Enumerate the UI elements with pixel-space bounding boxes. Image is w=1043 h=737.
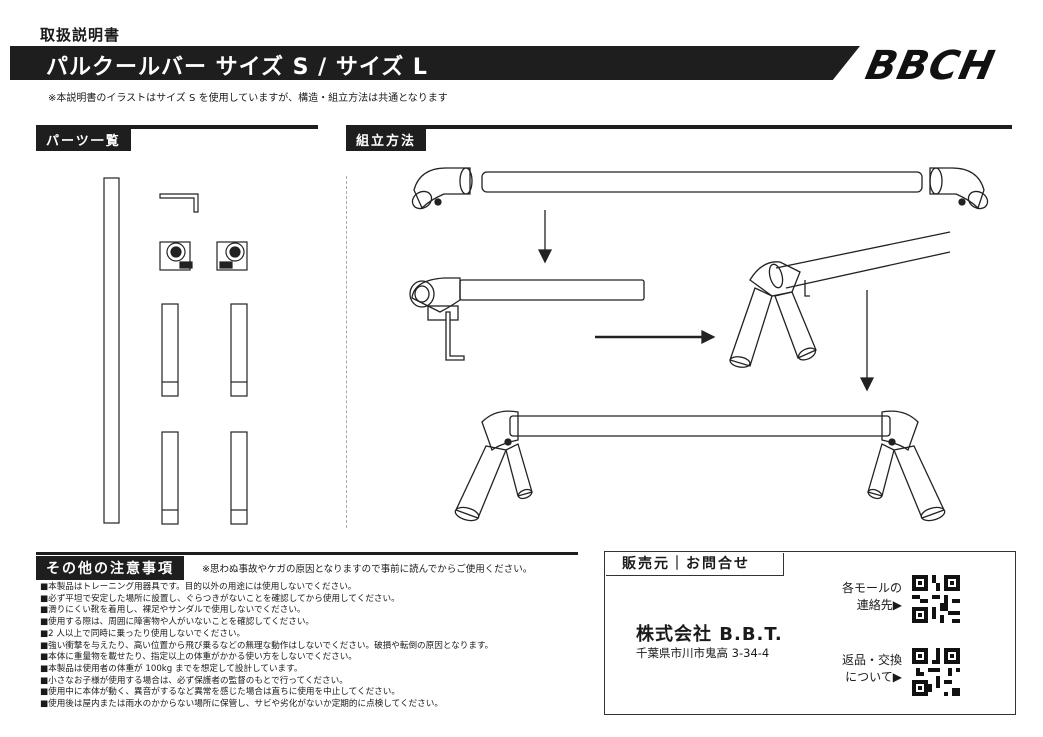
qr1-label-line2: 連絡先▶ <box>856 598 902 612</box>
section-divider <box>346 176 347 528</box>
title-band <box>10 46 860 80</box>
company-name: 株式会社 B.B.T. <box>636 624 783 645</box>
document-type-label: 取扱説明書 <box>40 26 121 44</box>
qr-code-icon-2[interactable] <box>912 648 960 696</box>
page-title: パルクールバー サイズ S / サイズ L <box>46 55 428 80</box>
qr-code-icon[interactable] <box>912 575 960 623</box>
assembly-section-label: 組立方法 <box>346 128 427 151</box>
parts-section-rule <box>36 125 318 129</box>
assembly-section-rule <box>346 125 1012 129</box>
qr1-label-line1: 各モールの <box>841 581 902 595</box>
leg-part-2 <box>230 303 248 397</box>
step1-left-elbow <box>411 167 473 210</box>
clamp-part-2 <box>216 241 248 271</box>
arrow-down-icon-2 <box>859 290 875 392</box>
cautions-section-rule <box>36 552 578 555</box>
caution-item: ■使用する際は、周囲に障害物や人がいないことを確認してください。 <box>40 617 315 628</box>
hex-key-part <box>159 193 199 213</box>
caution-item: ■使用中に本体が動く、異音がするなど異常を感じた場合は直ちに使用を中止してくださ… <box>40 687 400 698</box>
caution-item: ■必ず平坦で安定した場所に設置し、ぐらつきがないことを確認してから使用してくださ… <box>40 593 400 604</box>
qr2-label-line2: について▶ <box>845 670 902 684</box>
brand-logo: BBCH <box>862 41 999 86</box>
brand-logo-text: BBCH <box>862 41 999 86</box>
caution-item: ■本体に重量物を載せたり、指定以上の体重がかかる使い方をしないでください。 <box>40 652 357 663</box>
contact-box <box>604 551 1016 715</box>
caution-item: ■小さなお子様が使用する場合は、必ず保護者の監督のもとで行ってください。 <box>40 675 348 686</box>
step1-right-elbow <box>929 167 989 210</box>
cautions-list: ■本製品はトレーニング用器具です。目的以外の用途には使用しないでください。 ■必… <box>40 582 493 711</box>
parts-illustration <box>103 177 248 525</box>
caution-item: ■強い衝撃を与えたり、高い位置から飛び乗るなどの無理な動作はしないでください。破… <box>40 640 494 651</box>
qr2-label-line1: 返品・交換 <box>841 653 902 667</box>
leg-part-1 <box>161 303 179 397</box>
cautions-section-label: その他の注意事項 <box>36 556 184 580</box>
assembly-illustration <box>409 167 989 522</box>
caution-item: ■本製品は使用者の体重が 100kg までを想定して設計しています。 <box>40 663 303 674</box>
step4-completed-bar <box>454 410 946 522</box>
step1-bar <box>481 171 923 193</box>
illustration-note: ※本説明書のイラストはサイズ S を使用していますが、構造・組立方法は共通となり… <box>48 93 448 104</box>
step3-assembly <box>729 231 951 368</box>
leg-part-4 <box>230 431 248 525</box>
qr2-label: 返品・交換 について▶ <box>816 652 902 686</box>
arrow-down-icon <box>537 210 553 264</box>
arrow-right-icon <box>595 329 716 345</box>
step2-assembly <box>409 277 645 361</box>
caution-item: ■滑りにくい靴を着用し、裸足やサンダルで使用しないでください。 <box>40 605 306 616</box>
caution-item: ■本製品はトレーニング用器具です。目的以外の用途には使用しないでください。 <box>40 582 357 592</box>
company-address: 千葉県市川市鬼高 3-34-4 <box>636 646 770 660</box>
clamp-part-1 <box>159 241 193 271</box>
contact-heading: 販売元｜お問合せ <box>606 553 784 576</box>
caution-item: ■使用後は屋内または雨水のかからない場所に保管し、サビや劣化がないか定期的に点検… <box>40 699 443 710</box>
parts-section-label: パーツ一覧 <box>36 128 131 151</box>
long-bar-part <box>103 177 120 524</box>
cautions-subtitle: ※思わぬ事故やケガの原因となりますので事前に読んでからご使用ください。 <box>202 564 533 575</box>
caution-item: ■2 人以上で同時に乗ったり使用しないでください。 <box>40 628 246 639</box>
leg-part-3 <box>161 431 179 525</box>
qr1-label: 各モールの 連絡先▶ <box>816 580 902 614</box>
